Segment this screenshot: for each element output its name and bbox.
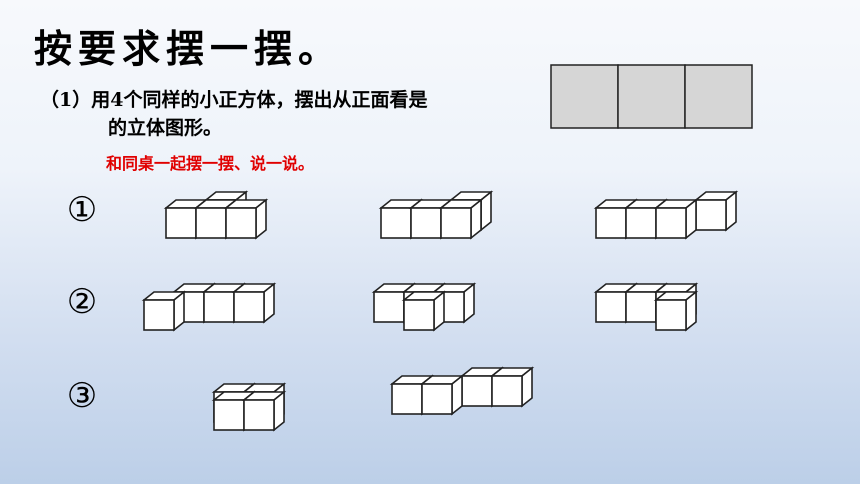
cube <box>223 198 269 240</box>
cube-front-face <box>165 207 197 239</box>
cube-front-face <box>410 207 442 239</box>
cube <box>693 190 739 232</box>
cube-front-face <box>391 383 423 415</box>
cube <box>419 374 465 416</box>
cube <box>401 290 447 332</box>
cube-figure-2a <box>141 282 277 332</box>
cube-front-face <box>461 375 493 407</box>
cube-front-face <box>203 291 235 323</box>
cube <box>489 366 535 408</box>
cube-front-face <box>403 299 435 331</box>
cube-front-face <box>595 291 627 323</box>
cube-front-face <box>440 207 472 239</box>
front-view-diagram <box>550 64 753 129</box>
cube-front-face <box>243 399 275 431</box>
cube-front-face <box>421 383 453 415</box>
cube <box>241 390 287 432</box>
row-label-1: ① <box>66 190 98 230</box>
cube-figure-1c <box>593 190 739 240</box>
cube-front-face <box>213 399 245 431</box>
front-view-square-1 <box>550 64 619 129</box>
cube-figure-2b <box>371 282 477 332</box>
cube-front-face <box>195 207 227 239</box>
cube-front-face <box>491 375 523 407</box>
cube-front-face <box>655 207 687 239</box>
row-label-2: ② <box>66 282 98 322</box>
cube <box>141 290 187 332</box>
front-view-square-3 <box>684 64 753 129</box>
cube-front-face <box>695 199 727 231</box>
cube-front-face <box>595 207 627 239</box>
cube-front-face <box>625 207 657 239</box>
cube-figure-3b <box>389 366 535 416</box>
cube-front-face <box>233 291 265 323</box>
cube-figure-3a <box>211 382 287 432</box>
cube-figure-1b <box>378 190 494 240</box>
cube-front-face <box>373 291 405 323</box>
hint-text: 和同桌一起摆一摆、说一说。 <box>106 154 315 173</box>
cube-front-face <box>143 299 175 331</box>
page-title: 按要求摆一摆。 <box>34 26 343 71</box>
question-line-1: （1）用4个同样的小正方体，摆出从正面看是 <box>40 89 428 111</box>
cube-front-face <box>380 207 412 239</box>
front-view-square-2 <box>617 64 686 129</box>
question-text: （1）用4个同样的小正方体，摆出从正面看是 的立体图形。 <box>40 86 550 142</box>
cube <box>231 282 277 324</box>
cube-front-face <box>625 291 657 323</box>
question-line-2: 的立体图形。 <box>108 117 223 139</box>
cube-figure-2c <box>593 282 699 332</box>
cube <box>653 290 699 332</box>
cube <box>438 198 484 240</box>
cube-front-face <box>225 207 257 239</box>
row-label-3: ③ <box>66 376 98 416</box>
cube <box>653 198 699 240</box>
cube-figure-1a <box>163 190 269 240</box>
cube-front-face <box>655 299 687 331</box>
